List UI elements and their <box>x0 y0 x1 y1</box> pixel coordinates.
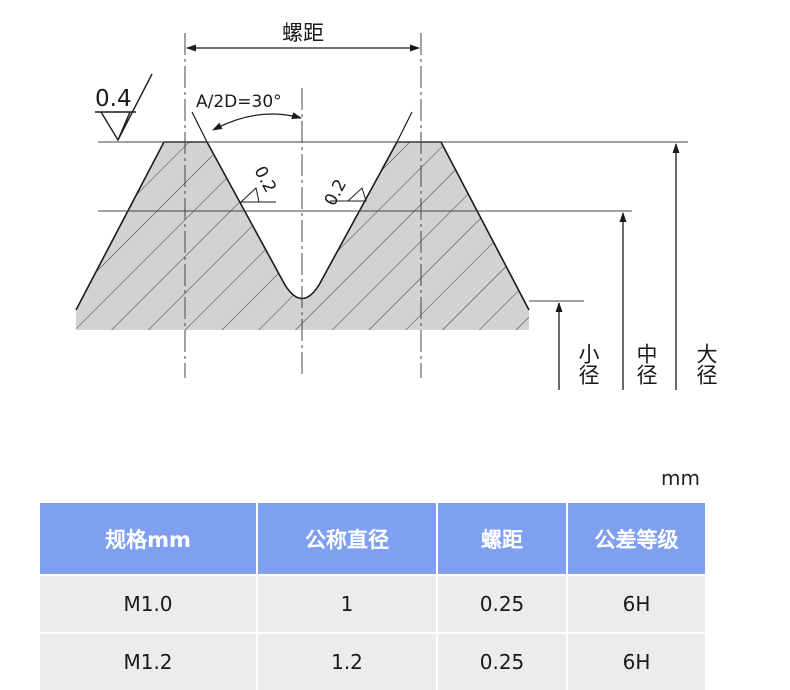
cell-tolerance-class: 6H <box>567 574 705 633</box>
minor-diameter-label: 小径 <box>576 343 600 385</box>
cell-tolerance-class: 6H <box>567 632 705 690</box>
thread-section-hatch <box>76 142 529 330</box>
surface-finish-main-value: 0.4 <box>95 86 132 112</box>
major-diameter-label: 大径 <box>694 343 718 385</box>
header-pitch: 螺距 <box>437 503 568 575</box>
unit-label: mm <box>661 466 700 490</box>
thread-profile-diagram: 螺距 A/2D=30° 0.4 0.2 0.2 小径 中径 大径 <box>75 21 718 390</box>
table-row: M1.2 1.2 0.25 6H <box>40 632 705 690</box>
surface-finish-right-value: 0.2 <box>321 176 351 209</box>
flank-extension-left <box>191 111 208 143</box>
flank-angle-label: A/2D=30° <box>196 92 282 112</box>
surface-finish-main-icon <box>100 73 153 142</box>
table-row: M1.0 1 0.25 6H <box>40 574 705 633</box>
cell-nominal-diameter: 1.2 <box>257 632 438 690</box>
cell-spec: M1.2 <box>40 632 258 690</box>
cell-nominal-diameter: 1 <box>257 574 438 633</box>
cell-pitch: 0.25 <box>437 632 568 690</box>
surface-finish-right-icon <box>330 187 367 202</box>
pitch-label: 螺距 <box>282 21 324 45</box>
flank-extension-right <box>396 111 413 143</box>
surface-finish-left-value: 0.2 <box>250 163 280 196</box>
cell-pitch: 0.25 <box>437 574 568 633</box>
pitch-diameter-label: 中径 <box>634 343 658 385</box>
table-header-row: 规格mm 公称直径 螺距 公差等级 <box>40 503 705 575</box>
header-spec: 规格mm <box>40 503 258 575</box>
header-tolerance-class: 公差等级 <box>567 503 705 575</box>
header-nominal-diameter: 公称直径 <box>257 503 438 575</box>
cell-spec: M1.0 <box>40 574 258 633</box>
spec-table: 规格mm 公称直径 螺距 公差等级 M1.0 1 0.25 6H M1.2 1.… <box>40 503 705 690</box>
flank-angle-arc <box>212 112 302 131</box>
surface-finish-left-icon <box>239 187 276 203</box>
